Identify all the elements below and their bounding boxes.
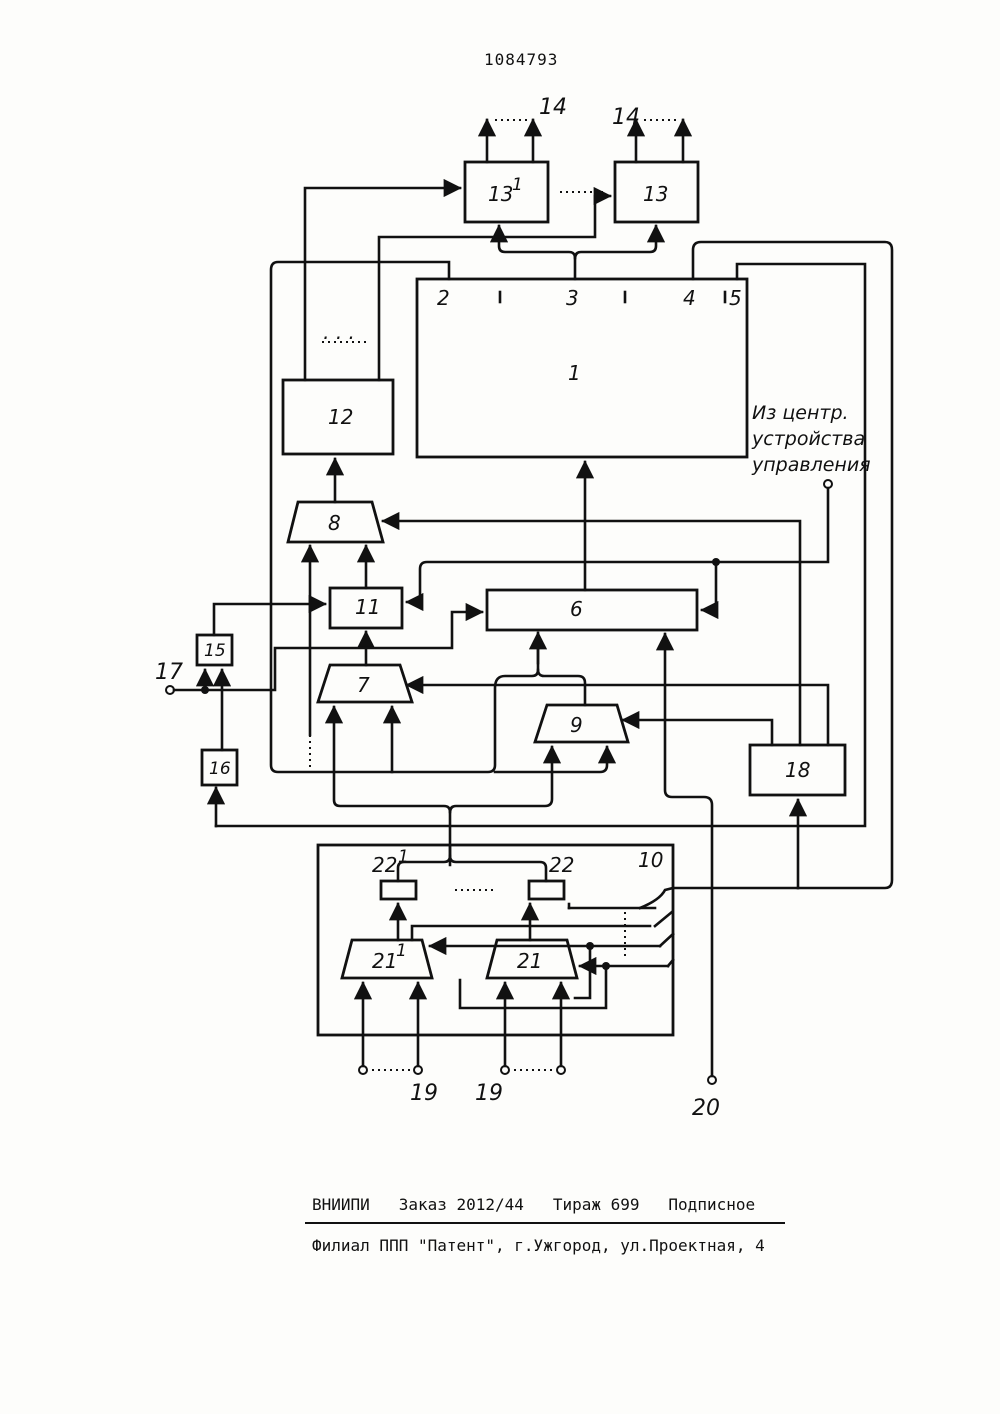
- label-13-1: 13: [488, 182, 513, 206]
- label-22-1-sup: 1: [398, 847, 409, 867]
- note-line-1: Из центр.: [752, 402, 849, 424]
- note-line-3: управления: [751, 454, 871, 476]
- label-22-1: 22: [372, 853, 397, 877]
- block-22-1: [381, 881, 416, 899]
- label-13: 13: [643, 182, 668, 206]
- label-13-1-sup: 1: [512, 175, 523, 195]
- label-7: 7: [357, 673, 370, 697]
- label-21: 21: [517, 949, 542, 973]
- label-8: 8: [328, 511, 341, 535]
- label-16: 16: [209, 759, 231, 779]
- label-9: 9: [570, 713, 583, 737]
- port-3: 3: [566, 286, 579, 310]
- label-10: 10: [638, 848, 663, 872]
- label-15: 15: [204, 641, 226, 661]
- label-21-1: 21: [372, 949, 397, 973]
- label-1: 1: [568, 361, 581, 385]
- label-21-1-sup: 1: [396, 941, 407, 961]
- ellipsis-12: · · ·: [322, 326, 354, 350]
- terminal-20: 20: [692, 1096, 720, 1121]
- label-11: 11: [355, 595, 380, 619]
- block-22: [529, 881, 564, 899]
- label-18: 18: [785, 758, 810, 782]
- label-22: 22: [549, 853, 574, 877]
- label-6: 6: [570, 597, 583, 621]
- port-5: 5: [729, 286, 742, 310]
- port-4: 4: [683, 286, 696, 310]
- footer-divider: [305, 1222, 785, 1224]
- footer-line-1: ВНИИПИ Заказ 2012/44 Тираж 699 Подписное: [312, 1195, 755, 1214]
- footer-line-2: Филиал ППП "Патент", г.Ужгород, ул.Проек…: [312, 1236, 765, 1255]
- terminal-17: 17: [155, 660, 183, 685]
- terminal-14-b: 14: [612, 105, 640, 130]
- port-2: 2: [437, 286, 450, 310]
- terminal-19-b: 19: [475, 1081, 503, 1106]
- block-6: [487, 590, 697, 630]
- note-line-2: устройства: [751, 428, 865, 450]
- block-1: [417, 279, 747, 457]
- terminal-14-a: 14: [539, 95, 567, 120]
- terminal-19-a: 19: [410, 1081, 438, 1106]
- label-12: 12: [328, 405, 353, 429]
